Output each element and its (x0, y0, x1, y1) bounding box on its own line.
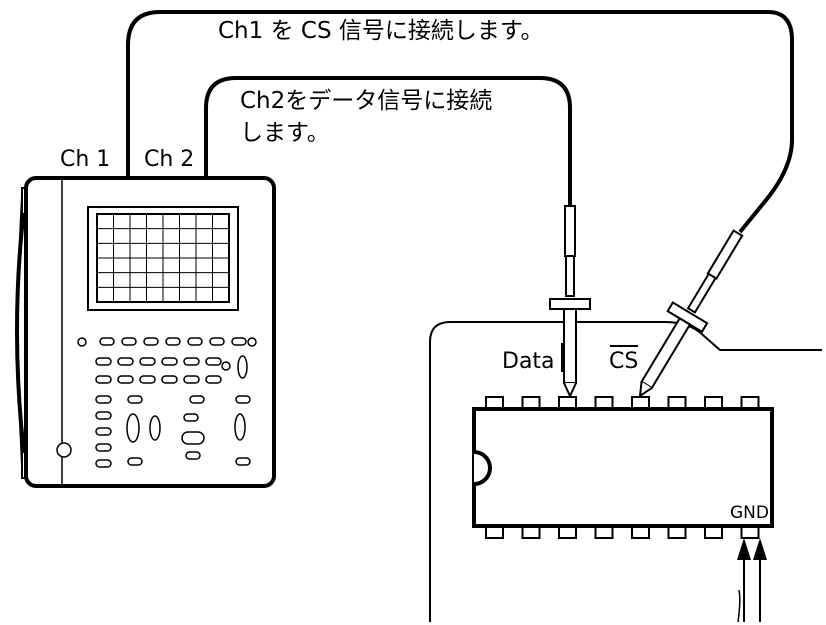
scope-button (247, 337, 257, 347)
scope-button (127, 457, 143, 466)
scope-button (183, 413, 199, 422)
gnd-arrow-2 (753, 538, 767, 560)
scope-button (209, 337, 225, 346)
ic-pin (740, 396, 760, 409)
scope-button (189, 395, 205, 404)
probe-shaft (563, 308, 577, 384)
gnd-clip-leads (737, 538, 767, 623)
ic-pin (558, 396, 577, 409)
scope-button (143, 337, 159, 346)
probe-handle (564, 205, 576, 257)
gnd-arrow-1 (737, 538, 751, 560)
ic-bottom-pins (485, 526, 760, 539)
scope-button (127, 395, 143, 404)
scope-button (205, 375, 222, 384)
ch1-port-label: Ch 1 (60, 147, 110, 172)
scope-button (77, 337, 87, 347)
cs-pin-label: CS (609, 349, 638, 374)
scope-button (235, 395, 251, 404)
probe-tip (563, 382, 577, 399)
ic-notch (473, 450, 492, 486)
scope-button (121, 337, 137, 346)
ic-body (472, 407, 774, 528)
scope-button (139, 357, 156, 366)
scope-button (234, 413, 246, 441)
ic-pin (667, 526, 687, 539)
scope-input-jack-icon (56, 442, 72, 458)
scope-button (235, 457, 251, 466)
circuit-board (429, 321, 822, 622)
oscilloscope (15, 176, 276, 488)
probe-collar (549, 298, 591, 310)
ic-pin (521, 396, 541, 409)
scope-strap (15, 191, 28, 471)
scope-button (126, 413, 140, 443)
ic-pin (704, 526, 723, 539)
scope-button (149, 415, 161, 441)
ic-pin (485, 526, 504, 539)
ic-pin (558, 526, 577, 539)
scope-button (95, 375, 112, 384)
scope-button (161, 375, 178, 384)
scope-button (183, 357, 200, 366)
ic-pin (740, 526, 760, 539)
scope-button (95, 427, 112, 436)
scope-button-panel (77, 337, 257, 468)
ch1-instruction-text: Ch1 を CS 信号に接続します。 (218, 18, 544, 44)
ic-pin (631, 396, 650, 409)
ic-pin (594, 396, 614, 409)
ch2-port-label: Ch 2 (144, 147, 194, 172)
cs-probe (638, 229, 744, 399)
ic-pin (485, 396, 504, 409)
scope-button (183, 375, 200, 384)
scope-button (185, 451, 201, 460)
data-probe (549, 205, 591, 399)
scope-button (95, 443, 112, 452)
scope-button (95, 357, 112, 366)
ch2-instruction-text-line1: Ch2をデータ信号に接続 (240, 88, 492, 114)
gnd-pin-label: GND (730, 503, 769, 523)
scope-button (95, 395, 112, 404)
scope-button (181, 431, 205, 445)
scope-button (161, 357, 178, 366)
ic-pin (521, 526, 541, 539)
scope-button (231, 337, 247, 346)
data-pin-label: Data (502, 349, 555, 374)
scope-button (95, 459, 112, 468)
ic-pin (667, 396, 687, 409)
scope-button (237, 355, 248, 379)
ic-chip: GND (472, 396, 774, 539)
scope-button (117, 375, 134, 384)
scope-button (165, 337, 181, 346)
ch1-cable (126, 10, 794, 234)
probe-shaft (640, 316, 692, 390)
scope-button (117, 357, 134, 366)
probe-handle (706, 229, 744, 280)
probe-body (565, 255, 575, 297)
ch2-cable (204, 76, 572, 208)
ic-top-pins (485, 396, 760, 409)
ch2-instruction-text-line2: します。 (240, 120, 330, 146)
scope-screen-grid (96, 213, 230, 303)
scope-button (99, 337, 115, 346)
ic-pin (704, 396, 723, 409)
scope-button (139, 375, 156, 384)
scope-button (205, 357, 222, 366)
scope-button (187, 337, 203, 346)
scope-button (221, 361, 231, 371)
scope-button (95, 411, 112, 420)
probe-body (686, 272, 717, 314)
ic-pin (594, 526, 614, 539)
ic-pin (631, 526, 650, 539)
